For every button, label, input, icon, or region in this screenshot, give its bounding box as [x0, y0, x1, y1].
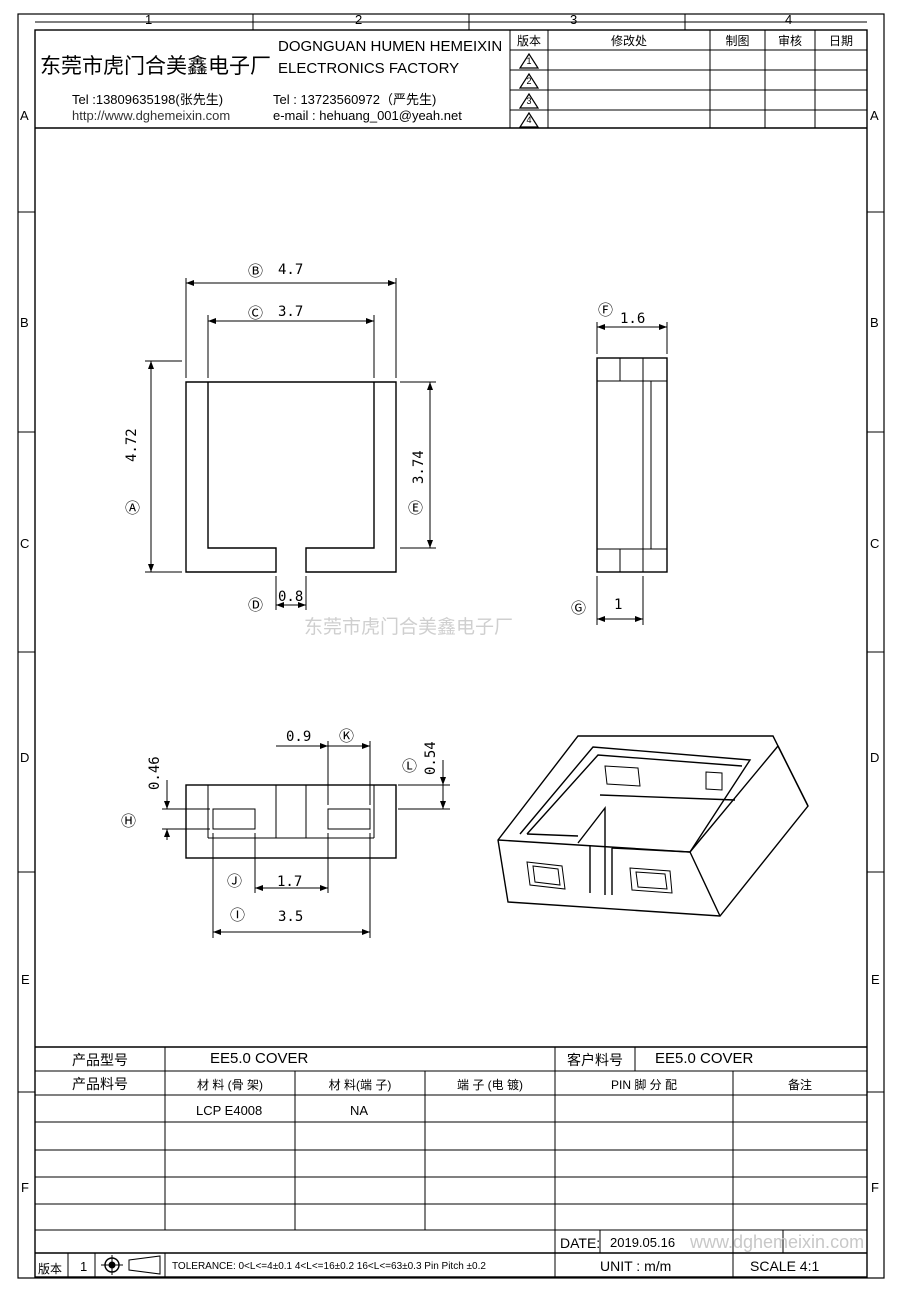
row-label-a-right: A — [870, 108, 879, 123]
version-value: 1 — [80, 1259, 88, 1274]
company-name-en-2: ELECTRONICS FACTORY — [278, 60, 460, 77]
dim-a: 4.72 — [124, 428, 140, 462]
row-label-b-right: B — [870, 315, 879, 330]
dim-g: 1 — [614, 597, 623, 613]
callout-h: Ⓗ — [121, 812, 137, 830]
col-material-bobbin: 材 料 (骨 架) — [197, 1078, 263, 1092]
callout-e: Ⓔ — [408, 499, 424, 517]
callout-j: Ⓙ — [227, 872, 243, 890]
rev-triangle-3: 3 — [526, 96, 532, 106]
dim-j: 1.7 — [277, 874, 303, 890]
dim-f: 1.6 — [620, 311, 646, 327]
row-label-f-right: F — [871, 1180, 879, 1195]
dim-e: 3.74 — [411, 450, 427, 484]
product-part-label: 产品料号 — [72, 1076, 128, 1092]
tolerance-note: TOLERANCE: 0<L<=4±0.1 4<L<=16±0.2 16<L<=… — [172, 1261, 486, 1272]
row-label-c-right: C — [870, 536, 880, 551]
company-name-en-1: DOGNGUAN HUMEN HEMEIXIN — [278, 38, 503, 55]
rev-header-version: 版本 — [516, 34, 541, 48]
dim-l: 0.54 — [423, 741, 439, 775]
row-label-c-left: C — [20, 536, 30, 551]
company-name-cn: 东莞市虎门合美鑫电子厂 — [40, 55, 271, 78]
column-label-2: 2 — [355, 12, 363, 27]
dim-h: 0.46 — [147, 756, 163, 790]
contact-tel-2: Tel : 13723560972（严先生) — [273, 92, 437, 107]
date-label: DATE: — [560, 1235, 601, 1251]
col-pin-assign: PIN 脚 分 配 — [610, 1078, 677, 1092]
callout-i: Ⓘ — [230, 906, 246, 924]
row-label-d-left: D — [20, 750, 30, 765]
callout-c: Ⓒ — [248, 304, 264, 322]
column-label-3: 3 — [570, 12, 578, 27]
callout-l: Ⓛ — [402, 757, 418, 775]
col-remarks: 备注 — [787, 1078, 812, 1092]
callout-k: Ⓚ — [339, 727, 355, 745]
rev-triangle-2: 2 — [526, 76, 532, 86]
callout-a: Ⓐ — [125, 499, 141, 517]
date-value: 2019.05.16 — [610, 1235, 676, 1250]
row-label-b-left: B — [20, 315, 29, 330]
rev-header-change: 修改处 — [610, 34, 647, 48]
dim-c: 3.7 — [278, 304, 304, 320]
rev-triangle-1: 1 — [526, 56, 532, 66]
company-website[interactable]: http://www.dghemeixin.com — [72, 108, 231, 123]
material-pin: NA — [350, 1103, 369, 1118]
customer-part-label: 客户料号 — [567, 1052, 623, 1068]
col-pin-plating: 端 子 (电 镀) — [457, 1078, 523, 1092]
product-model-label: 产品型号 — [72, 1052, 128, 1068]
row-label-e-right: E — [871, 972, 880, 987]
material-bobbin: LCP E4008 — [196, 1103, 263, 1118]
row-label-a-left: A — [20, 108, 29, 123]
col-material-pin: 材 料(端 子) — [328, 1078, 392, 1092]
rev-triangle-4: 4 — [526, 115, 532, 125]
dim-k: 0.9 — [286, 729, 312, 745]
contact-tel-1: Tel :13809635198(张先生) — [72, 92, 224, 107]
callout-f: Ⓕ — [598, 301, 614, 319]
contact-email[interactable]: e-mail : hehuang_001@yeah.net — [273, 108, 462, 123]
column-label-4: 4 — [785, 12, 793, 27]
row-label-d-right: D — [870, 750, 880, 765]
row-label-e-left: E — [21, 972, 30, 987]
watermark: 东莞市虎门合美鑫电子厂 — [304, 617, 514, 638]
dim-d: 0.8 — [278, 589, 304, 605]
scale-label: SCALE 4:1 — [750, 1258, 820, 1274]
column-label-1: 1 — [145, 12, 153, 27]
rev-header-checked: 审核 — [777, 34, 802, 48]
unit-label: UNIT : m/m — [600, 1258, 672, 1274]
callout-g: Ⓖ — [571, 599, 587, 617]
version-label: 版本 — [38, 1262, 63, 1276]
customer-part: EE5.0 COVER — [655, 1050, 754, 1067]
callout-b: Ⓑ — [248, 262, 264, 280]
website-watermark: www.dghemeixin.com — [690, 1232, 865, 1252]
row-label-f-left: F — [21, 1180, 29, 1195]
rev-header-drawn: 制图 — [725, 34, 750, 48]
dim-b: 4.7 — [278, 262, 304, 278]
dim-i: 3.5 — [278, 909, 304, 925]
rev-header-date: 日期 — [828, 34, 853, 48]
product-model: EE5.0 COVER — [210, 1050, 309, 1067]
callout-d: Ⓓ — [248, 596, 264, 614]
